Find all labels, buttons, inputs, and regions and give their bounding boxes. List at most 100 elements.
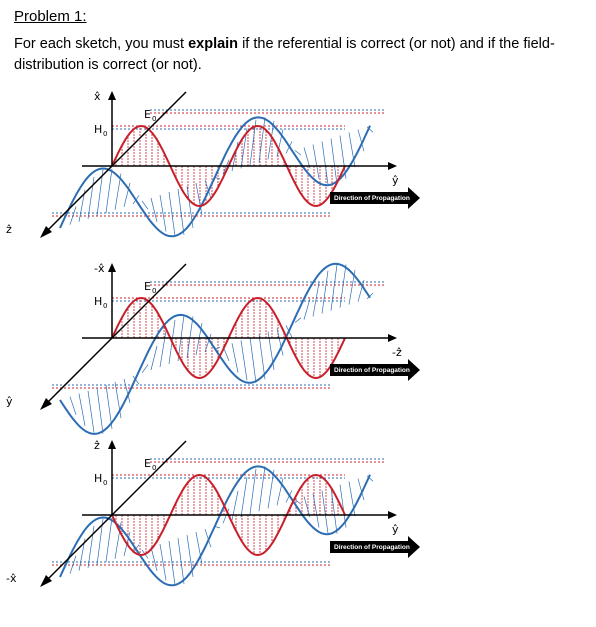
magnetic-hatch-line (303, 298, 311, 320)
magnetic-hatch-line (357, 280, 365, 302)
magnetic-hatch-line (321, 270, 329, 314)
instructions-emphasis: explain (188, 36, 239, 52)
magnetic-hatch-line (105, 517, 113, 562)
magnetic-hatch-line (69, 555, 77, 574)
magnetic-hatch-line (366, 126, 374, 133)
electric-amplitude-label: E (144, 457, 151, 470)
magnetic-hatch-line (321, 141, 329, 185)
perspective-line (111, 440, 187, 516)
electric-amplitude-label: E (144, 280, 151, 293)
guide-lines (52, 281, 384, 389)
perspective-line (111, 263, 187, 339)
magnetic-hatch-line (321, 490, 329, 534)
problem-heading: Problem 1: (14, 8, 87, 25)
magnetic-hatch-line (267, 120, 275, 160)
magnetic-hatch-line (159, 330, 167, 368)
direction-arrow (330, 187, 420, 209)
sketch-3: Direction of Propagation ẑ ŷ -x̂ H 0 E 0 (6, 439, 420, 587)
horizontal-axis-label: ŷ (392, 174, 399, 187)
magnetic-hatch-line (222, 159, 230, 175)
horizontal-axis-label: ŷ (392, 523, 399, 536)
diagonal-axis (43, 337, 113, 407)
magnetic-hatch-line (276, 328, 284, 356)
magnetic-hatch-line (240, 340, 248, 381)
magnetic-hatch-line (96, 169, 104, 216)
magnetic-field-wave (59, 262, 371, 435)
diagonal-axis-label: ẑ (6, 223, 12, 236)
perspective-line (111, 91, 187, 167)
magnetic-field-wave (59, 465, 371, 587)
magnetic-hatch-line (123, 378, 131, 403)
diagonal-axis (43, 165, 113, 235)
magnetic-hatch-line (105, 168, 113, 213)
magnetic-hatch-line (204, 529, 212, 548)
magnetic-amplitude-label: H (94, 123, 102, 136)
electric-amplitude-subscript: 0 (152, 464, 156, 472)
magnetic-hatch-line (195, 532, 203, 565)
magnetic-hatch-line (303, 496, 311, 518)
magnetic-hatch-line (249, 468, 257, 515)
magnetic-hatch-line (240, 477, 248, 518)
electric-amplitude-subscript: 0 (152, 115, 156, 123)
magnetic-hatch-line (258, 466, 266, 512)
horizontal-axis-arrow (388, 511, 397, 519)
electric-amplitude-subscript: 0 (152, 287, 156, 295)
horizontal-axis-label: -ẑ (392, 346, 402, 359)
magnetic-hatch-line (78, 393, 86, 426)
magnetic-hatch-line (222, 508, 230, 524)
magnetic-hatch-line (366, 475, 374, 482)
magnetic-hatch-line (357, 129, 365, 152)
diagonal-axis-label: -x̂ (6, 572, 17, 585)
magnetic-hatch-line (177, 189, 185, 235)
magnetic-hatch-line (312, 144, 320, 179)
diagonal-axis-arrow (40, 226, 52, 238)
magnetic-hatch-line (204, 180, 212, 199)
vertical-axis-label: ẑ (94, 439, 100, 452)
direction-arrow (330, 536, 420, 558)
magnetic-hatching (69, 264, 374, 434)
guide-lines (52, 458, 384, 566)
magnetic-hatch-line (258, 117, 266, 163)
magnetic-hatch-line (96, 387, 104, 434)
magnetic-hatch-line (96, 518, 104, 565)
magnetic-hatch-line (294, 499, 302, 505)
electric-hatching (115, 475, 345, 555)
electric-hatching (115, 298, 345, 378)
magnetic-hatch-line (123, 182, 131, 207)
magnetic-hatch-line (114, 381, 122, 419)
magnetic-hatch-line (141, 364, 149, 374)
sketch-1: Direction of Propagation x̂ ŷ ẑ H 0 E 0 (6, 90, 420, 238)
magnetic-hatch-line (276, 478, 284, 506)
magnetic-hatch-line (231, 490, 239, 521)
magnetic-hatch-line (159, 194, 167, 232)
instructions-suffix: if the referential is correct (or not) a… (14, 36, 555, 73)
magnetic-hatch-line (294, 150, 302, 156)
magnetic-hatch-line (141, 200, 149, 210)
direction-label: Direction of Propagation (334, 195, 410, 202)
magnetic-hatch-line (303, 147, 311, 169)
magnetic-hatch-line (330, 487, 338, 534)
magnetic-hatch-line (330, 264, 338, 311)
magnetic-amplitude-subscript: 0 (103, 479, 107, 487)
vertical-axis-arrow (108, 440, 116, 449)
magnetic-hatch-line (195, 183, 203, 216)
magnetic-hatch-line (357, 478, 365, 501)
magnetic-amplitude-label: H (94, 295, 102, 308)
direction-arrow (330, 359, 420, 381)
vertical-axis-arrow (108, 263, 116, 272)
magnetic-hatch-line (159, 543, 167, 581)
diagonal-axis (43, 514, 113, 584)
horizontal-axis-arrow (388, 162, 397, 170)
magnetic-amplitude-subscript: 0 (103, 302, 107, 310)
magnetic-hatch-line (276, 129, 284, 157)
magnetic-hatch-line (249, 337, 257, 383)
magnetic-hatch-line (204, 333, 212, 353)
vertical-axis-label: -x̂ (94, 262, 105, 275)
magnetic-hatch-line (294, 317, 302, 323)
magnetic-hatch-line (348, 481, 356, 517)
magnetic-hatch-line (348, 132, 356, 168)
magnetic-hatch-line (168, 540, 176, 586)
horizontal-axis-arrow (388, 334, 397, 342)
magnetic-hatch-line (69, 206, 77, 225)
magnetic-amplitude-label: H (94, 472, 102, 485)
